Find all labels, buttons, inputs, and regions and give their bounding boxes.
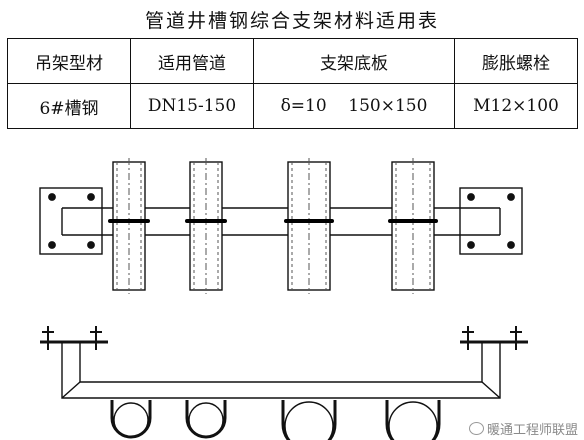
support-bracket-drawing xyxy=(39,158,528,440)
materials-table: 吊架型材 适用管道 支架底板 膨胀螺栓 6#槽钢 DN15-150 δ=10 1… xyxy=(7,38,578,129)
cell-pipe: DN15-150 xyxy=(130,83,254,129)
cell-base-plate: δ=10 150×150 xyxy=(253,83,455,129)
wechat-icon xyxy=(468,422,484,435)
left-anchor-bolts xyxy=(40,326,108,350)
pipe-section-2 xyxy=(185,400,227,439)
elevation-view xyxy=(40,326,528,440)
pipe-plan-2 xyxy=(189,158,223,294)
watermark: 暖通工程师联盟 xyxy=(468,419,578,438)
pipe-plan-4 xyxy=(391,158,435,294)
header-material: 吊架型材 xyxy=(7,38,131,84)
right-anchor-bolts xyxy=(460,326,528,350)
pipe-section-1 xyxy=(110,400,152,439)
pipe-plan-3 xyxy=(287,158,331,294)
pipe-section-3 xyxy=(281,400,337,440)
header-pipe: 适用管道 xyxy=(130,38,254,84)
watermark-text: 暖通工程师联盟 xyxy=(486,423,578,438)
right-base-plate xyxy=(459,187,523,255)
header-base-plate: 支架底板 xyxy=(253,38,455,84)
pipe-section-4 xyxy=(385,400,441,440)
cell-anchor-bolt: M12×100 xyxy=(454,83,578,129)
header-anchor-bolt: 膨胀螺栓 xyxy=(454,38,578,84)
channel-steel-elevation xyxy=(61,342,501,399)
table-row: 6#槽钢 DN15-150 δ=10 150×150 M12×100 xyxy=(7,83,578,129)
table-header-row: 吊架型材 适用管道 支架底板 膨胀螺栓 xyxy=(7,38,578,84)
left-base-plate xyxy=(39,187,103,255)
pipe-plan-1 xyxy=(112,158,146,294)
page-title: 管道井槽钢综合支架材料适用表 xyxy=(144,10,439,32)
cell-material: 6#槽钢 xyxy=(7,83,131,129)
plan-view xyxy=(39,158,523,294)
